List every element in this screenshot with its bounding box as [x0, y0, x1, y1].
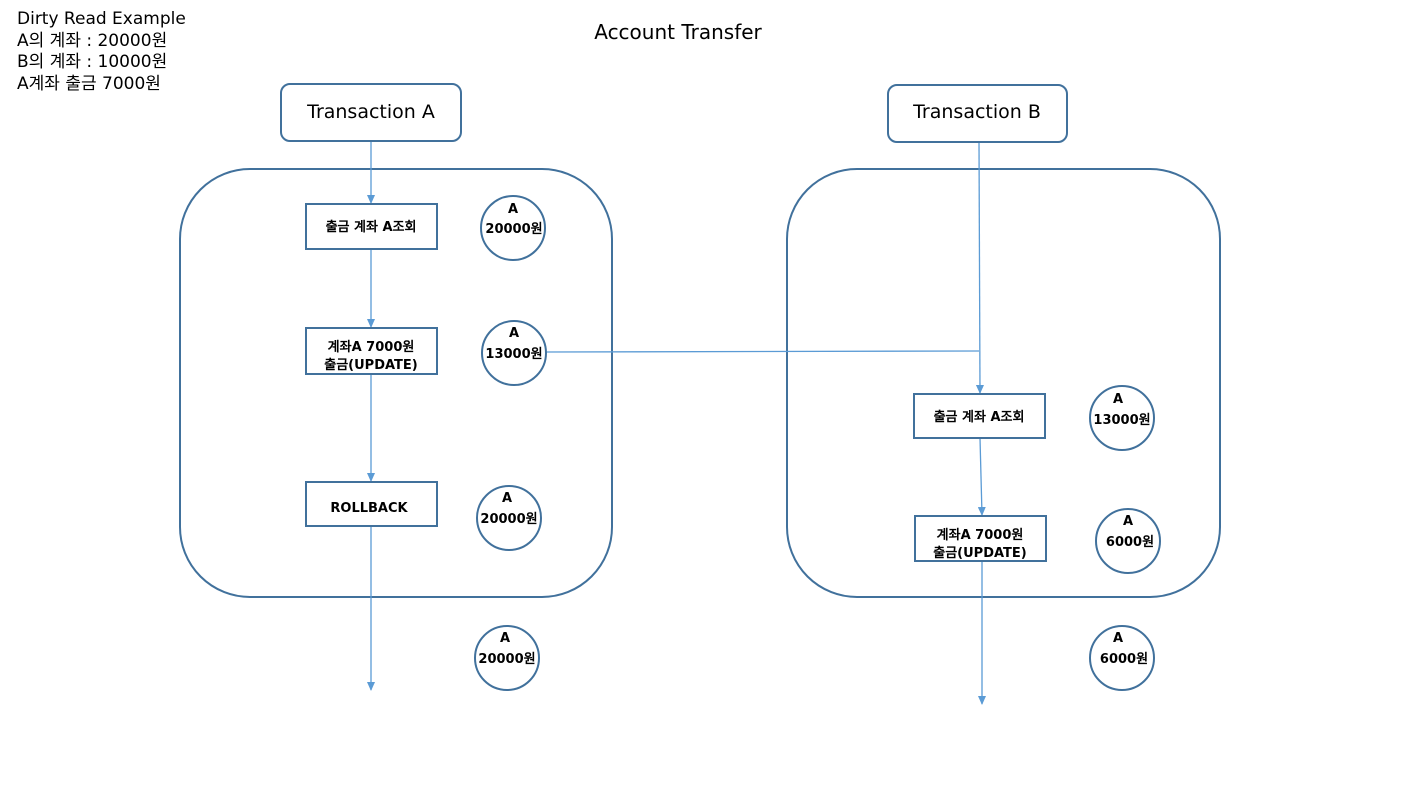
dirty-read-connector [545, 350, 980, 353]
arrow-b-header-to-read [975, 140, 984, 394]
b-balance-final-account: A [1113, 631, 1123, 646]
a-step-rollback: ROLLBACK [305, 481, 438, 527]
a-step-update-line2: 출금(UPDATE) [324, 357, 417, 373]
a-balance-after-read-amount: 20000원 [485, 222, 542, 237]
b-balance-after-read: A 13000원 [1089, 385, 1155, 451]
transaction-b-container [786, 168, 1221, 598]
b-balance-final: A 6000원 [1089, 625, 1155, 691]
note-title: Dirty Read Example [17, 9, 186, 29]
note-account-b: B의 계좌 : 10000원 [17, 52, 167, 72]
b-balance-final-amount: 6000원 [1100, 652, 1148, 667]
a-balance-final: A 20000원 [474, 625, 540, 691]
a-step-update: 계좌A 7000원 출금(UPDATE) [305, 327, 438, 375]
a-step-update-line1: 계좌A 7000원 [328, 339, 415, 355]
a-balance-final-amount: 20000원 [478, 652, 535, 667]
transaction-a-label: Transaction A [306, 101, 435, 123]
a-balance-after-rollback: A 20000원 [476, 485, 542, 551]
b-balance-after-update: A 6000원 [1095, 508, 1161, 574]
b-balance-after-read-account: A [1113, 392, 1123, 407]
a-balance-after-read: A 20000원 [480, 195, 546, 261]
b-step-read-label: 출금 계좌 A조회 [934, 409, 1025, 425]
a-balance-after-update: A 13000원 [481, 320, 547, 386]
a-balance-after-read-account: A [508, 202, 518, 217]
a-step-read-label: 출금 계좌 A조회 [326, 219, 417, 235]
a-balance-after-rollback-account: A [502, 491, 512, 506]
transaction-a-header: Transaction A [280, 83, 462, 142]
b-balance-after-update-account: A [1123, 514, 1133, 529]
note-account-a: A의 계좌 : 20000원 [17, 31, 167, 51]
a-balance-after-update-account: A [509, 326, 519, 341]
arrow-b-read-to-update [977, 437, 986, 516]
transaction-b-label: Transaction B [912, 101, 1041, 123]
diagram-title: Account Transfer [594, 20, 762, 44]
b-balance-after-update-amount: 6000원 [1106, 535, 1154, 550]
b-step-update-line1: 계좌A 7000원 [937, 527, 1024, 543]
b-step-read: 출금 계좌 A조회 [913, 393, 1046, 439]
b-balance-after-read-amount: 13000원 [1093, 413, 1150, 428]
transaction-b-header: Transaction B [887, 84, 1068, 143]
a-balance-after-update-amount: 13000원 [485, 347, 542, 362]
transaction-a-container [179, 168, 613, 598]
notes-block: Dirty Read Example A의 계좌 : 20000원 B의 계좌 … [17, 9, 186, 94]
a-step-rollback-label: ROLLBACK [330, 501, 408, 516]
a-step-read: 출금 계좌 A조회 [305, 203, 438, 250]
a-balance-after-rollback-amount: 20000원 [480, 512, 537, 527]
a-balance-final-account: A [500, 631, 510, 646]
b-step-update-line2: 출금(UPDATE) [933, 545, 1026, 561]
b-step-update: 계좌A 7000원 출금(UPDATE) [914, 515, 1047, 562]
note-withdrawal: A계좌 출금 7000원 [17, 74, 161, 94]
